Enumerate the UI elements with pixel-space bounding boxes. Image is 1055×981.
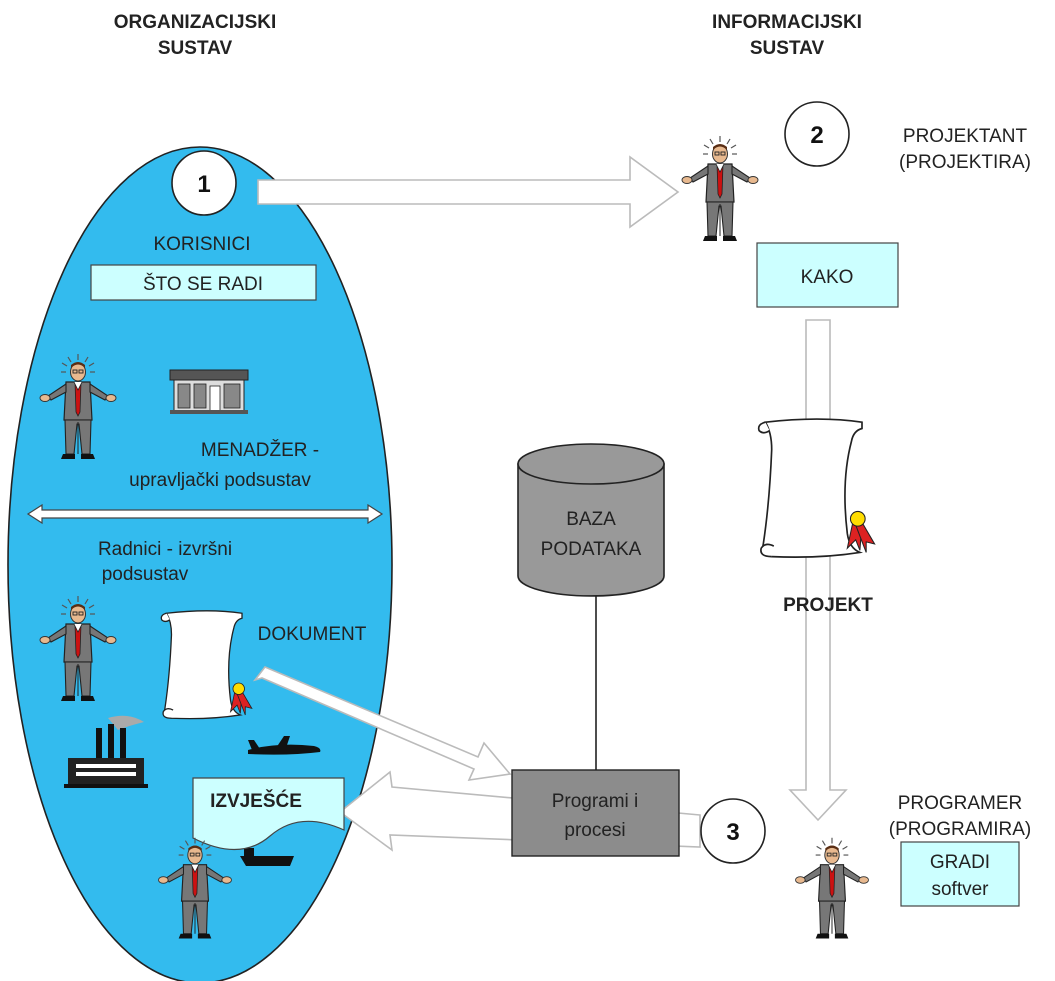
- programmer-label-line2: (PROGRAMIRA): [889, 819, 1032, 840]
- database-label-line2: PODATAKA: [541, 539, 642, 560]
- airplane-icon: [248, 736, 321, 755]
- step-number-2: 2: [810, 122, 823, 149]
- what-box: [90, 264, 317, 301]
- programs-box: [511, 769, 680, 857]
- factory-icon: [64, 715, 148, 788]
- left-header-line1: ORGANIZACIJSKI: [114, 12, 277, 33]
- manager-label-line2: upravljački podsustav: [129, 470, 311, 491]
- workers-label-line2: podsustav: [102, 564, 189, 585]
- step-number-3: 3: [726, 819, 739, 846]
- builds-label-line2: softver: [931, 879, 989, 900]
- programs-label-line2: procesi: [564, 820, 625, 841]
- database-cylinder: [517, 443, 665, 597]
- users-label: KORISNICI: [153, 234, 250, 255]
- step-circle-2: [784, 101, 850, 167]
- how-box: [756, 242, 899, 308]
- report-label: IZVJEŠĆE: [210, 790, 302, 812]
- workers-label-line1: Radnici - izvršni: [98, 539, 232, 560]
- manager-label-line1: MENADŽER -: [201, 439, 319, 461]
- database-label-line1: BAZA: [566, 509, 616, 530]
- left-header-line2: SUSTAV: [158, 38, 233, 59]
- building-icon: [169, 369, 249, 414]
- step-circle-3: [700, 798, 766, 864]
- person-icon: [794, 837, 870, 940]
- designer-label-line2: (PROJEKTIRA): [899, 152, 1031, 173]
- double-arrow: [26, 503, 384, 525]
- arrow-to-designer: [257, 155, 680, 229]
- project-label: PROJEKT: [783, 595, 873, 616]
- how-box-label: KAKO: [801, 267, 854, 288]
- document-label: DOKUMENT: [258, 624, 367, 645]
- step-circle-1: [171, 150, 237, 216]
- builds-box: [900, 841, 1020, 907]
- report-box: [192, 777, 345, 851]
- builds-label-line1: GRADI: [930, 852, 990, 873]
- programmer-label-line1: PROGRAMER: [898, 793, 1023, 814]
- designer-label-line1: PROJEKTANT: [903, 126, 1028, 147]
- programs-label-line1: Programi i: [552, 791, 639, 812]
- arrow-project-to-programmer: [788, 319, 848, 822]
- step-number-1: 1: [197, 171, 210, 198]
- person-icon: [681, 135, 759, 242]
- scroll-icon: [757, 418, 876, 558]
- arrow-document-to-programs: [252, 666, 512, 782]
- right-header-line1: INFORMACIJSKI: [712, 12, 862, 33]
- what-box-label: ŠTO SE RADI: [143, 273, 263, 295]
- right-header-line2: SUSTAV: [750, 38, 825, 59]
